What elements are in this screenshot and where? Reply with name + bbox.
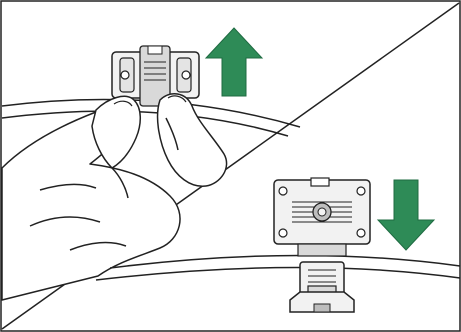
clip-hook bbox=[290, 262, 354, 312]
clip-mount-plate bbox=[274, 178, 370, 256]
